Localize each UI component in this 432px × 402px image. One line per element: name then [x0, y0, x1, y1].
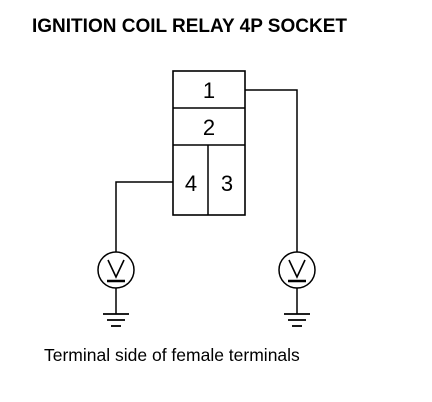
caption: Terminal side of female terminals — [44, 345, 300, 365]
wire-terminal-4 — [115, 181, 173, 252]
wire-terminal-1 — [245, 89, 298, 252]
voltmeter-icon — [97, 251, 135, 289]
ground-icon — [284, 288, 310, 327]
voltmeter-icon — [278, 251, 316, 289]
terminal-2-label: 2 — [203, 115, 215, 140]
terminal-4-label: 4 — [185, 171, 197, 196]
terminal-1-label: 1 — [203, 78, 215, 103]
terminal-3-label: 3 — [221, 171, 233, 196]
relay-socket — [172, 70, 246, 216]
ground-icon — [103, 288, 129, 327]
page-title: IGNITION COIL RELAY 4P SOCKET — [32, 16, 347, 37]
